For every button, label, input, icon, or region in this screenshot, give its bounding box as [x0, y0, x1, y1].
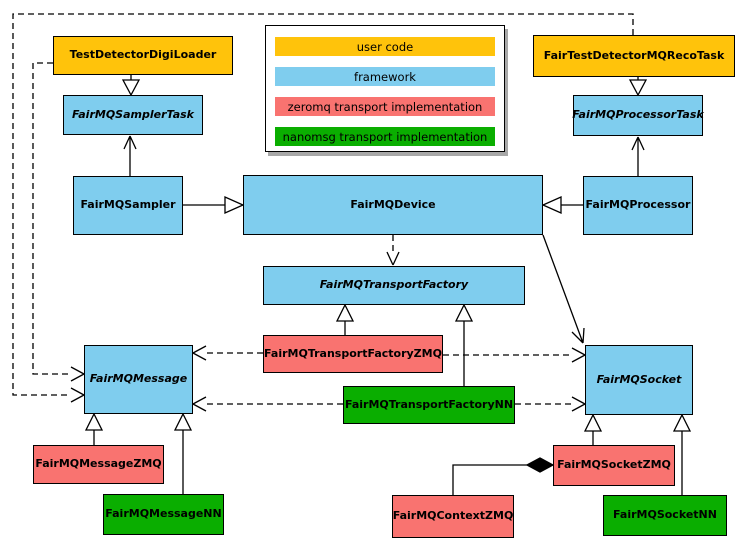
node-fairmqdevice: FairMQDevice [243, 175, 543, 235]
node-fairmqsocket: FairMQSocket [585, 345, 693, 415]
legend-item-user-code: user code [275, 37, 495, 56]
node-fairmqtransportfactoryzmq: FairMQTransportFactoryZMQ [263, 335, 443, 373]
legend-item-framework: framework [275, 67, 495, 86]
node-fairmqprocessor: FairMQProcessor [583, 176, 693, 235]
node-fairmqsampler: FairMQSampler [73, 176, 183, 235]
node-testdetectordigiloader: TestDetectorDigiLoader [53, 36, 233, 75]
legend-item-zeromq: zeromq transport implementation [275, 97, 495, 116]
node-fairmqmessagezmq: FairMQMessageZMQ [33, 445, 164, 484]
node-fairtestdetectormqrecotask: FairTestDetectorMQRecoTask [533, 35, 735, 77]
node-fairmqcontextzmq: FairMQContextZMQ [392, 495, 514, 538]
legend: user code framework zeromq transport imp… [265, 25, 505, 152]
node-fairmqsocketnn: FairMQSocketNN [603, 495, 727, 536]
composition-edge [452, 457, 555, 495]
node-fairmqmessage: FairMQMessage [84, 345, 193, 414]
node-fairmqsamplertask: FairMQSamplerTask [63, 95, 203, 135]
dependency-edges [12, 13, 634, 412]
node-fairmqtransportfactorynn: FairMQTransportFactoryNN [343, 386, 515, 424]
node-fairmqsocketzmq: FairMQSocketZMQ [553, 445, 675, 486]
node-fairmqmessagenn: FairMQMessageNN [103, 494, 224, 535]
node-fairmqprocessortask: FairMQProcessorTask [572, 95, 704, 136]
legend-item-nanomsg: nanomsg transport implementation [275, 127, 495, 146]
node-fairmqtransportfactory: FairMQTransportFactory [263, 266, 525, 305]
inheritance-edges [84, 75, 692, 495]
association-edges [123, 135, 645, 344]
